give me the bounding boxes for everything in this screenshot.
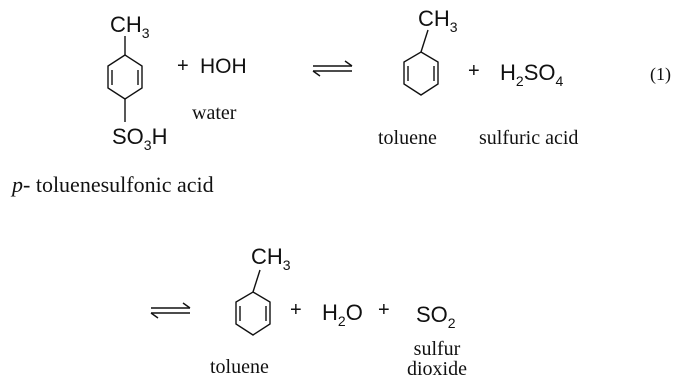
toluene-label: toluene xyxy=(378,127,437,149)
plus-sign: + xyxy=(290,299,302,321)
methyl-group-label: CH3 xyxy=(418,6,458,35)
toluene-structure: CH3 xyxy=(235,244,291,336)
water-label: water xyxy=(192,102,237,124)
toluene-label: toluene xyxy=(210,356,269,378)
sulfur-dioxide-formula: SO2 xyxy=(416,302,456,331)
water-formula: H2O xyxy=(322,300,363,329)
water-formula: HOH xyxy=(200,55,247,78)
benzene-ring xyxy=(235,291,271,336)
benzene-ring xyxy=(403,51,439,96)
plus-sign: + xyxy=(468,60,480,82)
sulfonic-acid-group-label: SO3H xyxy=(112,124,167,153)
sulfuric-acid-formula: H2SO4 xyxy=(500,60,563,89)
equation-number: (1) xyxy=(650,64,671,85)
plus-sign: + xyxy=(378,299,390,321)
plus-sign: + xyxy=(177,55,189,77)
methyl-group-label: CH3 xyxy=(251,244,291,273)
toluene-structure: CH3 xyxy=(403,6,458,96)
equilibrium-arrow xyxy=(312,60,353,77)
methyl-group-label: CH3 xyxy=(110,12,150,41)
methyl-bond xyxy=(252,269,261,293)
equilibrium-arrow xyxy=(150,302,191,319)
sulfur-dioxide-label-line1: sulfur xyxy=(414,338,461,360)
sulfuric-acid-label: sulfuric acid xyxy=(479,127,578,149)
methyl-bond xyxy=(420,29,429,53)
benzene-ring xyxy=(107,54,143,100)
p-toluenesulfonic-acid-name: p- toluenesulfonic acid xyxy=(10,172,214,197)
p-toluenesulfonic-acid-structure: CH3 SO3H xyxy=(107,12,167,153)
sulfur-dioxide-label-line2: dioxide xyxy=(407,358,467,380)
